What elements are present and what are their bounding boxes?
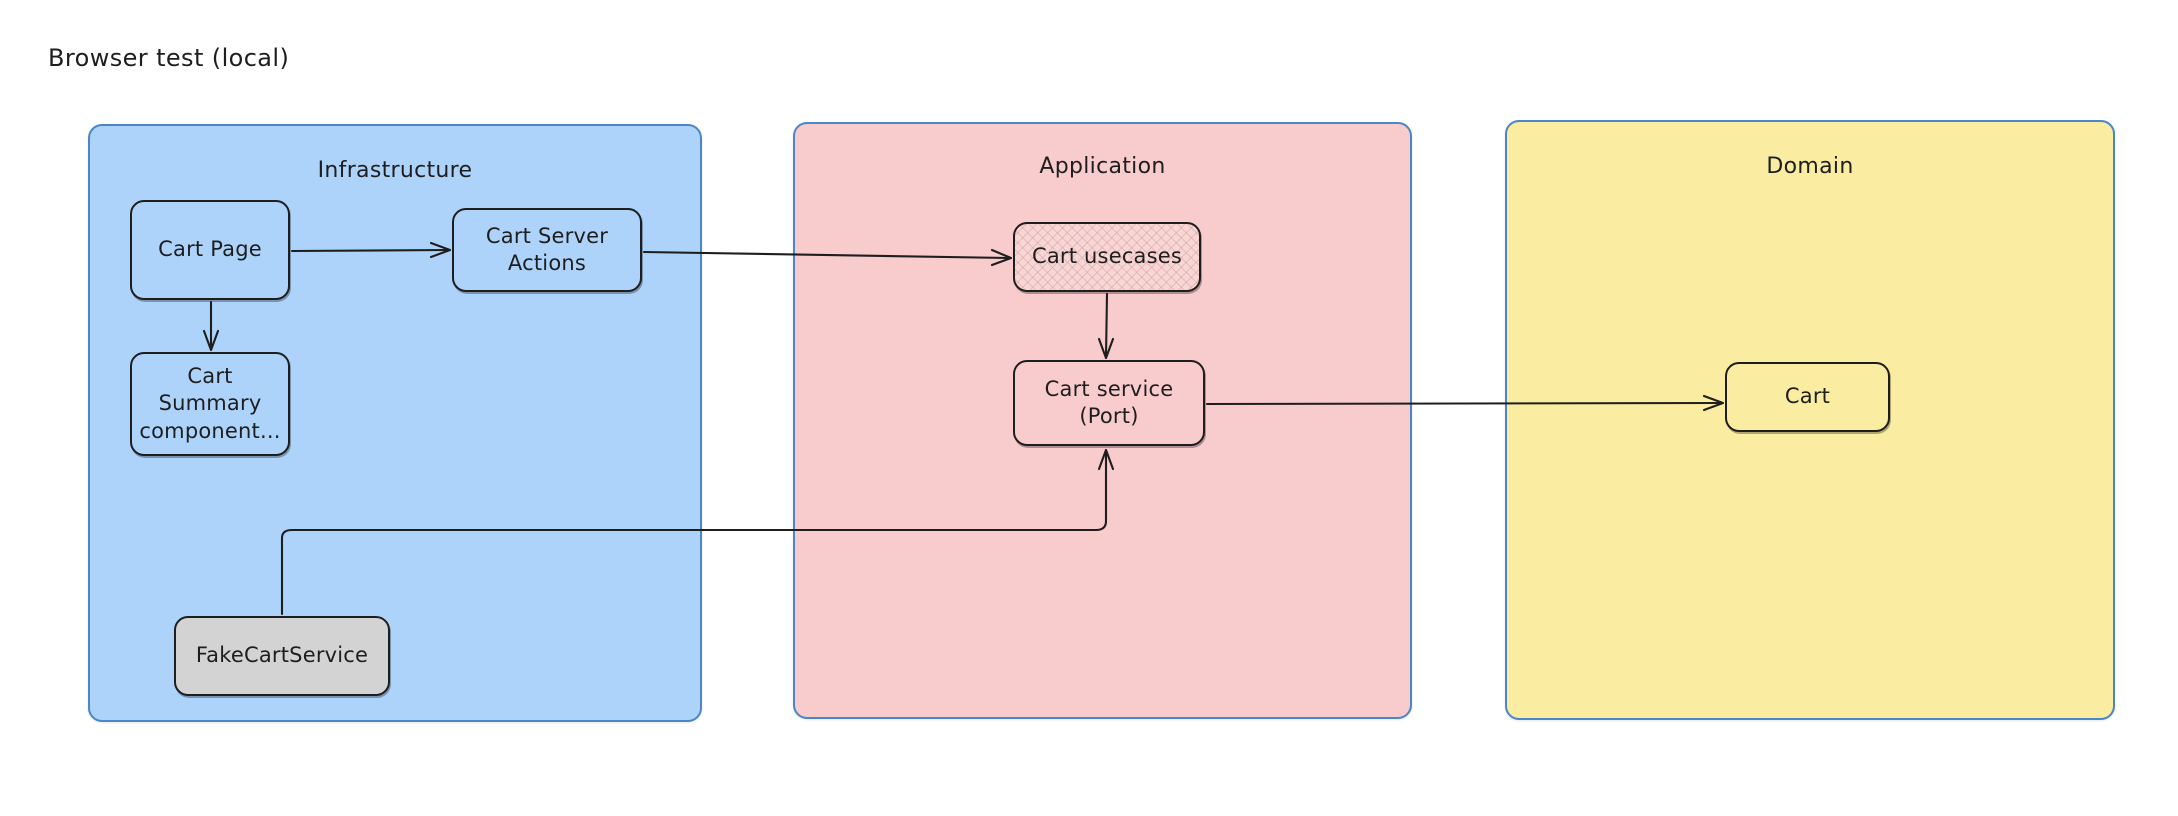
node-cart-server-actions[interactable]: Cart Server Actions xyxy=(452,208,642,292)
node-cart-usecases[interactable]: Cart usecases xyxy=(1013,222,1201,292)
node-cart[interactable]: Cart xyxy=(1725,362,1890,432)
group-label-infrastructure: Infrastructure xyxy=(317,158,473,183)
group-label-domain: Domain xyxy=(1766,154,1854,179)
node-cart-service-port[interactable]: Cart service (Port) xyxy=(1013,360,1205,446)
page-title: Browser test (local) xyxy=(48,44,290,72)
group-label-application: Application xyxy=(1039,154,1166,179)
node-cart-page[interactable]: Cart Page xyxy=(130,200,290,300)
node-cart-summary-component[interactable]: Cart Summary component... xyxy=(130,352,290,456)
node-fakecartservice[interactable]: FakeCartService xyxy=(174,616,390,696)
